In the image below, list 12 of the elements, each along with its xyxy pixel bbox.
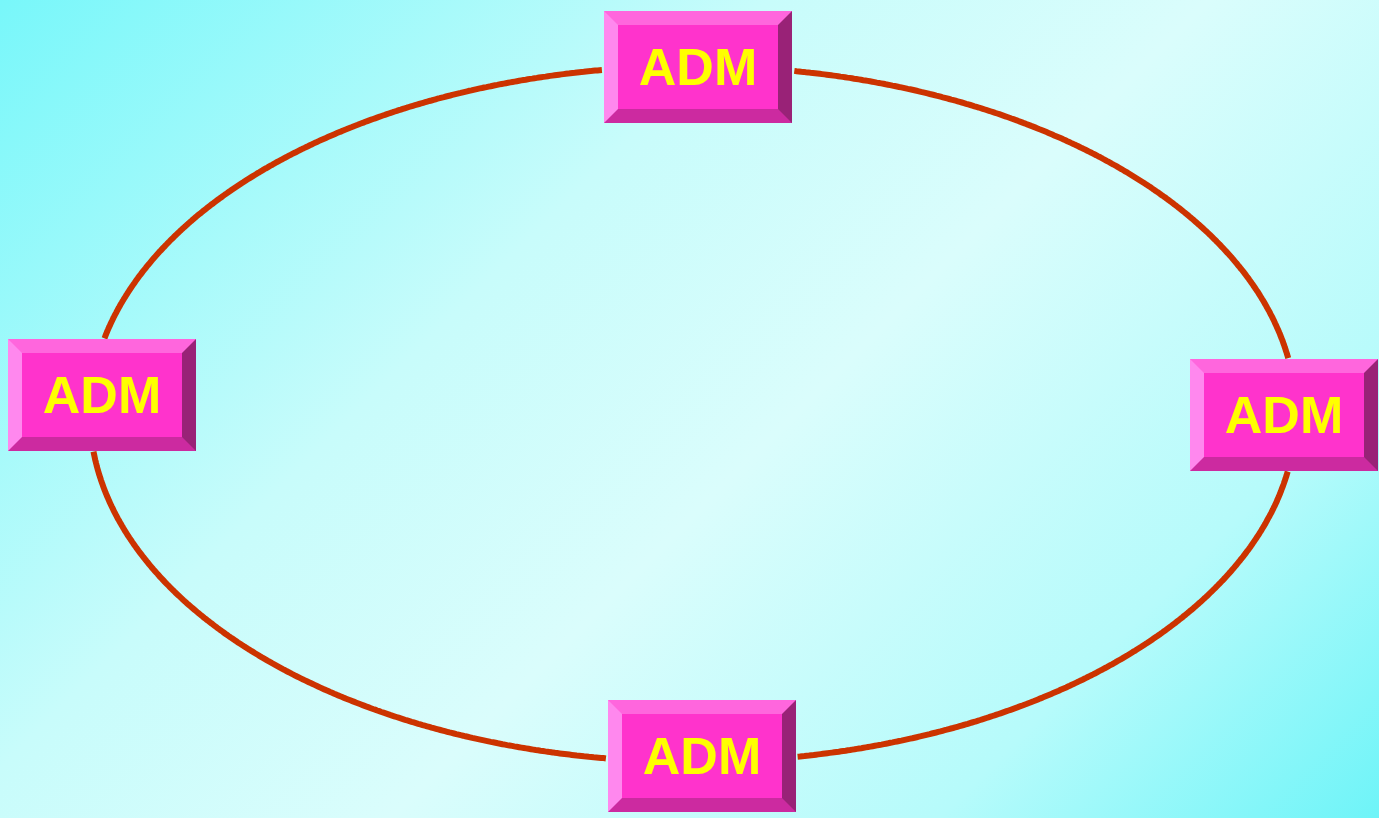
ring-line <box>101 67 603 340</box>
adm-box <box>8 339 196 451</box>
ring-line <box>796 469 1291 760</box>
adm-box <box>608 700 796 812</box>
node-label: ADM <box>642 730 762 782</box>
node-label: ADM <box>42 369 162 421</box>
ring-line <box>90 450 607 762</box>
adm-box <box>1190 359 1378 471</box>
node-label: ADM <box>1224 389 1344 441</box>
node-label: ADM <box>638 41 758 93</box>
adm-box <box>604 11 792 123</box>
ring-line <box>793 67 1292 360</box>
